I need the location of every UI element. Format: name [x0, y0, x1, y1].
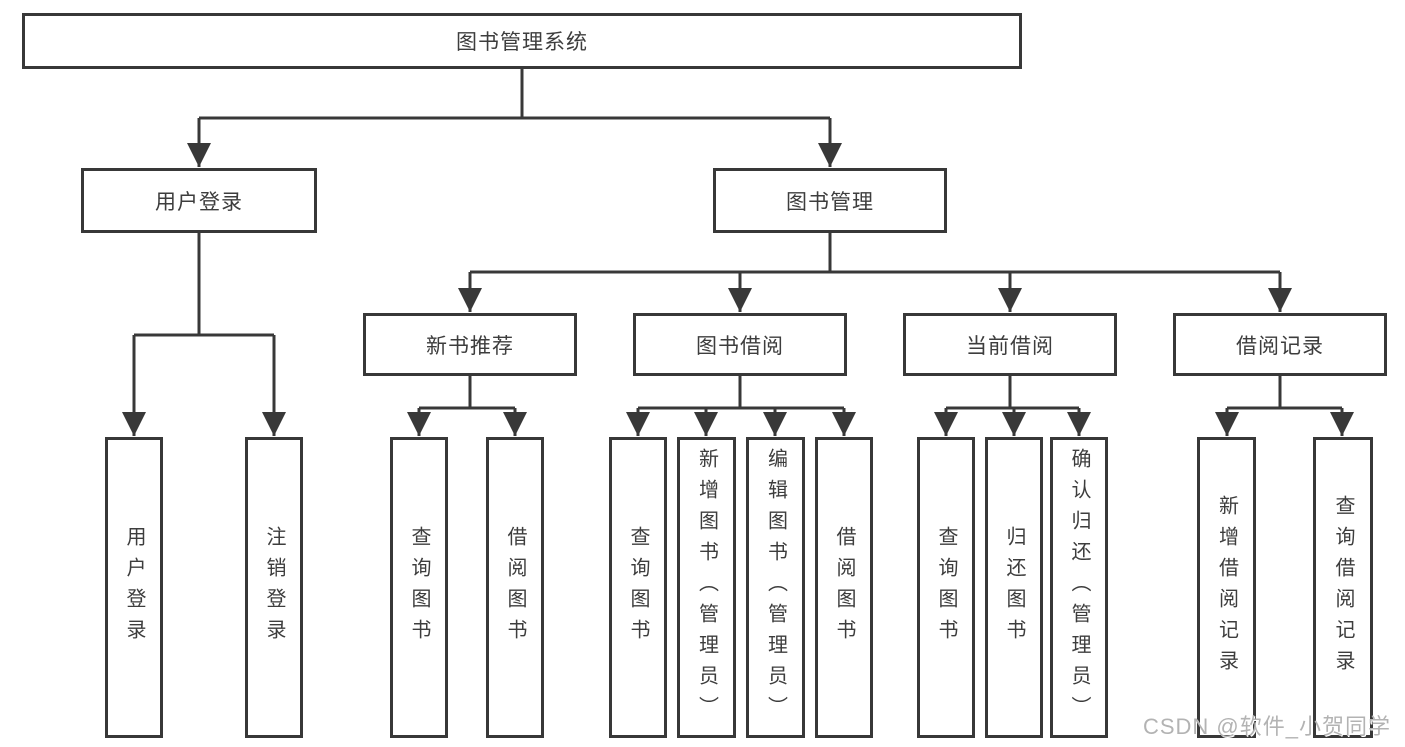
node-query-borrow-record: 查询借阅记录	[1313, 437, 1373, 738]
connector-root-to-level2	[187, 69, 842, 167]
node-newbook-query-books: 查询图书	[390, 437, 448, 738]
connector-book-mgmt-children	[458, 233, 1292, 312]
connector-new-book-children	[407, 376, 527, 436]
node-user-login: 用户登录	[81, 168, 317, 233]
node-newbook-borrow-books-label: 借阅图书	[504, 525, 526, 650]
node-add-books-admin-label: 新增图书（管理员）	[695, 448, 718, 727]
connector-user-login-children	[122, 233, 286, 436]
node-borrowing-query-books-label: 查询图书	[627, 525, 649, 650]
node-borrowing-borrow-books-label: 借阅图书	[833, 525, 855, 650]
node-edit-books-admin-label: 编辑图书（管理员）	[764, 448, 787, 727]
node-add-books-admin: 新增图书（管理员）	[677, 437, 736, 738]
node-return-books: 归还图书	[985, 437, 1043, 738]
connector-borrow-records-children	[1215, 376, 1354, 436]
node-add-borrow-record-label: 新增借阅记录	[1215, 494, 1238, 681]
connector-book-borrow-children	[626, 376, 856, 436]
csdn-watermark: CSDN @软件_小贺同学	[1142, 714, 1391, 739]
node-current-borrowing-label: 当前借阅	[966, 334, 1054, 358]
node-borrowing-query-books: 查询图书	[609, 437, 667, 738]
node-book-management: 图书管理	[713, 168, 947, 233]
node-borrow-records-label: 借阅记录	[1236, 334, 1324, 358]
node-current-borrowing: 当前借阅	[903, 313, 1117, 376]
node-newbook-query-books-label: 查询图书	[408, 525, 430, 650]
node-edit-books-admin: 编辑图书（管理员）	[746, 437, 805, 738]
node-borrowing-borrow-books: 借阅图书	[815, 437, 873, 738]
connector-current-borrow-children	[934, 376, 1091, 436]
node-newbook-borrow-books: 借阅图书	[486, 437, 544, 738]
node-borrow-records: 借阅记录	[1173, 313, 1387, 376]
node-new-book-recommend-label: 新书推荐	[426, 334, 514, 358]
node-book-borrowing: 图书借阅	[633, 313, 847, 376]
node-login-label: 用户登录	[123, 525, 145, 650]
node-book-management-label: 图书管理	[786, 190, 874, 214]
node-return-books-label: 归还图书	[1003, 525, 1025, 650]
node-confirm-return-admin: 确认归还（管理员）	[1050, 437, 1108, 738]
node-add-borrow-record: 新增借阅记录	[1197, 437, 1256, 738]
node-library-system-label: 图书管理系统	[456, 31, 588, 54]
node-book-borrowing-label: 图书借阅	[696, 334, 784, 358]
node-query-borrow-record-label: 查询借阅记录	[1332, 494, 1354, 681]
node-new-book-recommend: 新书推荐	[363, 313, 577, 376]
node-login: 用户登录	[105, 437, 163, 738]
node-current-query-books-label: 查询图书	[935, 525, 957, 650]
node-logout-label: 注销登录	[263, 525, 285, 650]
node-user-login-label: 用户登录	[155, 190, 243, 214]
node-library-system: 图书管理系统	[22, 13, 1022, 69]
node-confirm-return-admin-label: 确认归还（管理员）	[1068, 448, 1090, 727]
node-logout: 注销登录	[245, 437, 303, 738]
node-current-query-books: 查询图书	[917, 437, 975, 738]
